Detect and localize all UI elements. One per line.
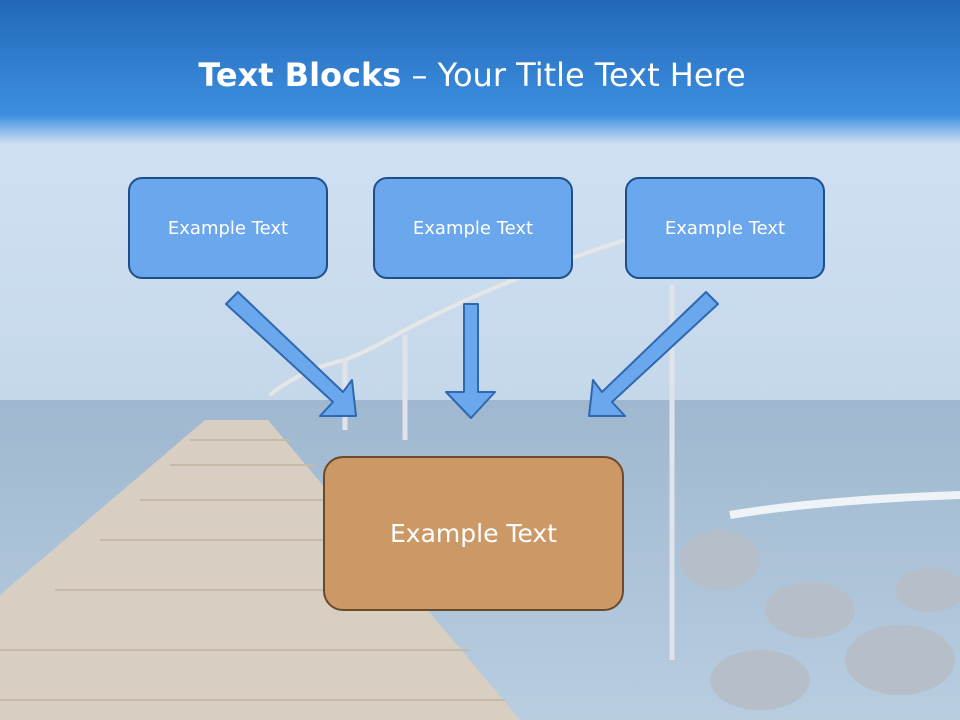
text-block-2-label: Example Text	[412, 217, 534, 239]
page-title: Text Blocks – Your Title Text Here	[0, 52, 944, 98]
text-block-main-label: Example Text	[390, 519, 557, 548]
arrow-left	[225, 291, 357, 417]
arrow-right	[588, 291, 719, 417]
text-block-1-label: Example Text	[167, 217, 289, 239]
text-block-3-label: Example Text	[664, 217, 786, 239]
text-block-2[interactable]: Example Text	[373, 177, 573, 279]
arrow-center	[445, 303, 496, 419]
title-bold: Text Blocks	[198, 56, 402, 94]
text-block-3[interactable]: Example Text	[625, 177, 825, 279]
title-dash: –	[401, 56, 438, 94]
text-block-main[interactable]: Example Text	[323, 456, 624, 611]
title-rest: Your Title Text Here	[437, 56, 746, 94]
text-block-1[interactable]: Example Text	[128, 177, 328, 279]
